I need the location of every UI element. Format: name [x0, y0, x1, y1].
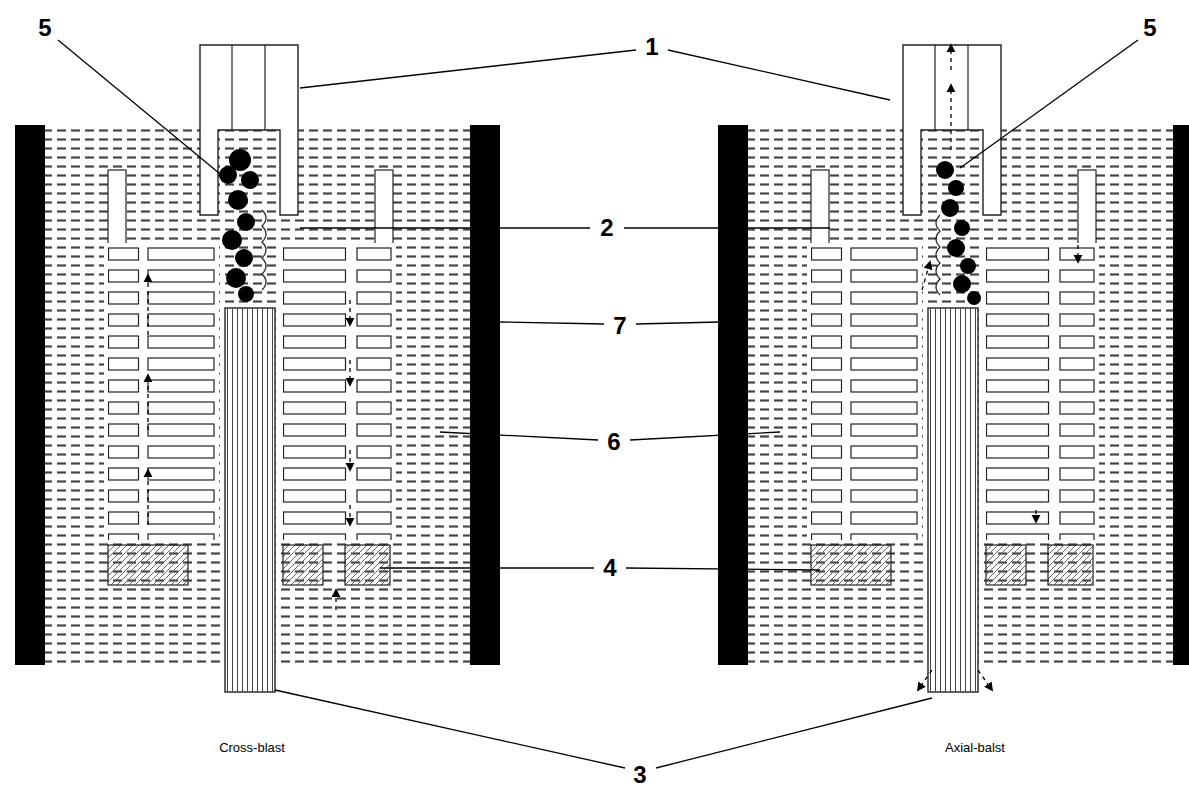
caption-label: Cross-blast: [216, 741, 288, 756]
callout-number: 2: [597, 214, 616, 242]
callout-number: 5: [1140, 14, 1159, 42]
callout-number: 1: [642, 33, 661, 61]
callout-number: 6: [604, 428, 623, 456]
callout-number: 7: [610, 312, 629, 340]
caption-label: Axial-balst: [942, 741, 1008, 756]
callout-number: 4: [600, 554, 619, 582]
callout-number: 5: [35, 14, 54, 42]
callout-number: 3: [630, 761, 649, 789]
